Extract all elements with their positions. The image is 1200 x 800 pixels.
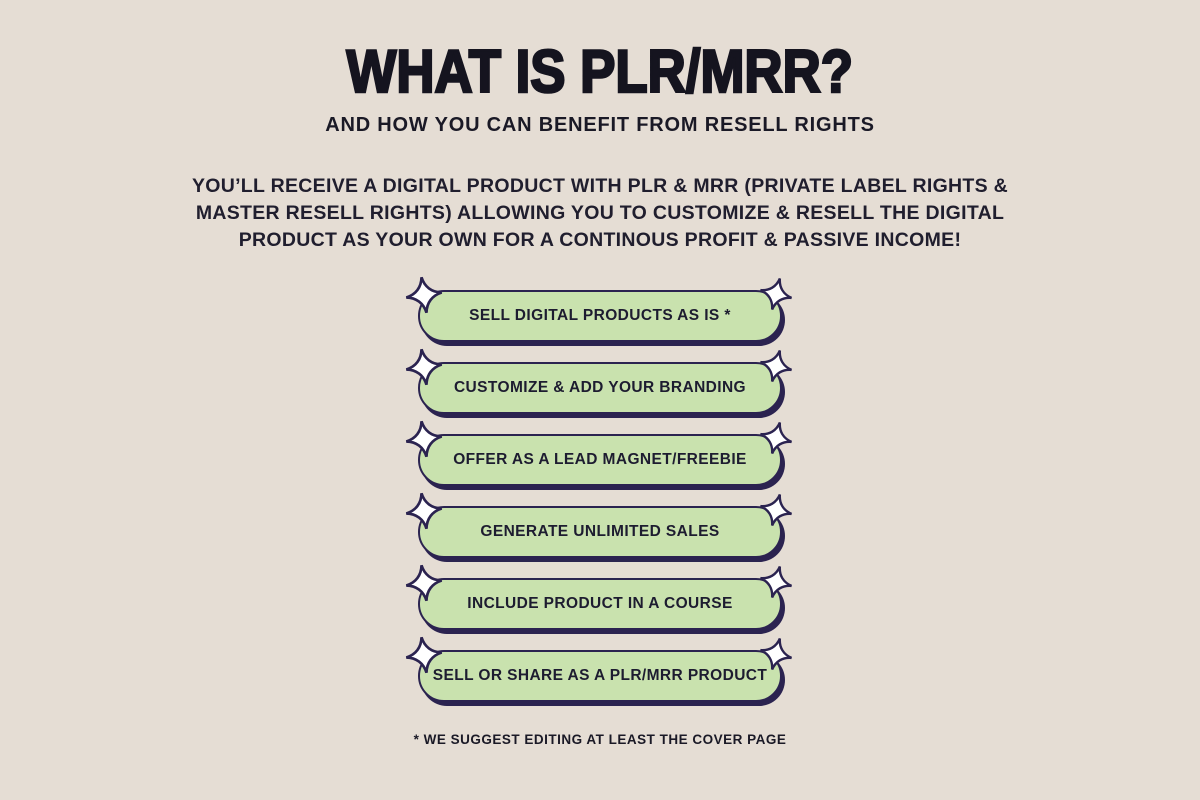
sparkle-icon [755, 417, 796, 458]
benefit-pill-in-a-course: INCLUDE PRODUCT IN A COURSE [405, 564, 793, 630]
benefit-pill-sell-as-is: SELL DIGITAL PRODUCTS AS IS * [405, 276, 793, 342]
sparkle-icon [755, 561, 796, 602]
sparkle-icon [403, 489, 446, 532]
benefit-pill-customize-branding: CUSTOMIZE & ADD YOUR BRANDING [405, 348, 793, 414]
benefit-label: GENERATE UNLIMITED SALES [480, 522, 720, 540]
benefit-label: SELL OR SHARE AS A PLR/MRR PRODUCT [432, 666, 768, 684]
sparkle-icon [755, 489, 796, 530]
benefit-label: OFFER AS A LEAD MAGNET/FREEBIE [453, 450, 747, 468]
sparkle-icon [403, 273, 446, 316]
page-title: WHAT IS PLR/MRR? [346, 38, 855, 105]
benefit-label: SELL DIGITAL PRODUCTS AS IS * [469, 306, 731, 324]
footnote: * WE SUGGEST EDITING AT LEAST THE COVER … [413, 731, 787, 747]
intro-paragraph: YOU’LL RECEIVE A DIGITAL PRODUCT WITH PL… [191, 175, 1009, 251]
benefit-pill-sell-as-plr-mrr: SELL OR SHARE AS A PLR/MRR PRODUCT [405, 636, 793, 702]
sparkle-icon [403, 561, 446, 604]
benefit-label: INCLUDE PRODUCT IN A COURSE [467, 594, 733, 612]
sparkle-icon [755, 345, 796, 386]
benefit-pill-unlimited-sales: GENERATE UNLIMITED SALES [405, 492, 793, 558]
benefit-pill-lead-magnet: OFFER AS A LEAD MAGNET/FREEBIE [405, 420, 793, 486]
benefits-list: SELL DIGITAL PRODUCTS AS IS * CUSTOMIZE … [405, 276, 793, 702]
benefit-label: CUSTOMIZE & ADD YOUR BRANDING [453, 378, 747, 396]
sparkle-icon [755, 273, 796, 314]
page-subtitle: AND HOW YOU CAN BENEFIT FROM RESELL RIGH… [325, 114, 875, 136]
